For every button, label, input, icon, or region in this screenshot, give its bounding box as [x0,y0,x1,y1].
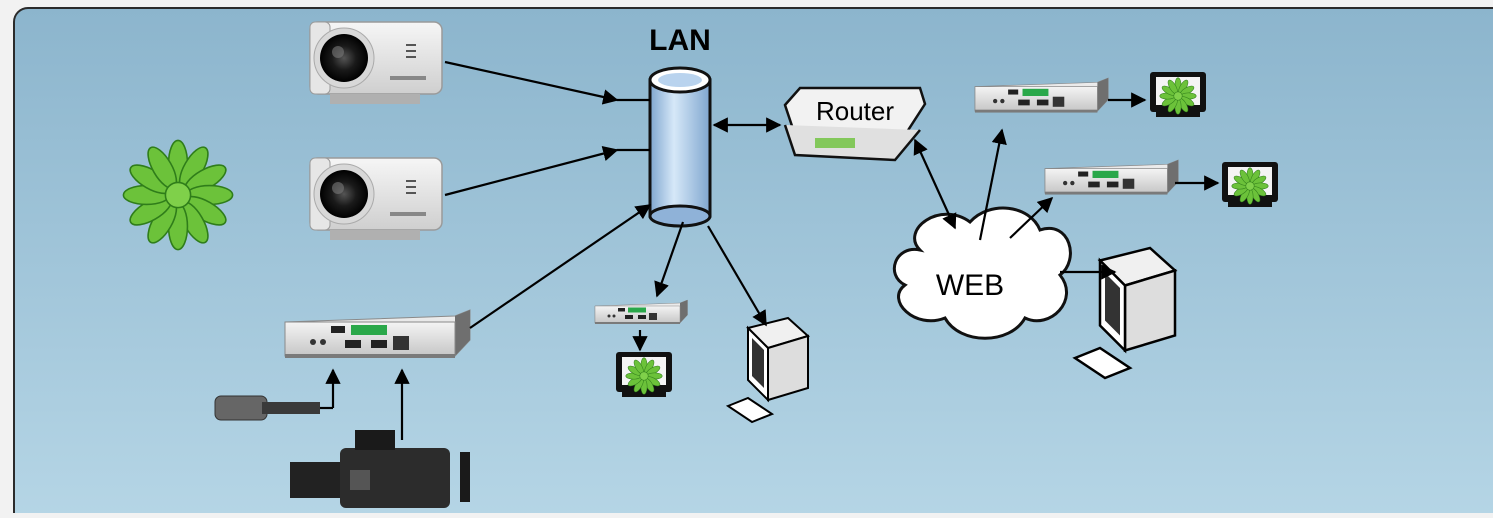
lan-label: LAN [649,24,711,57]
router-icon [783,86,927,162]
monitor-icon [1150,72,1206,117]
diagram-panel [13,7,1493,518]
monitor-icon [616,352,672,397]
connections [320,60,1220,440]
camcorder-icon [290,430,470,508]
ip-camera-icon [309,21,443,105]
monitor-icon [1222,162,1278,207]
cloud-icon [892,206,1072,340]
web-label: WEB [936,269,1004,302]
router-label: Router [816,96,894,126]
microphone-icon [214,395,320,421]
lan-cylinder-icon [648,66,712,228]
ip-camera-icon [309,157,443,241]
